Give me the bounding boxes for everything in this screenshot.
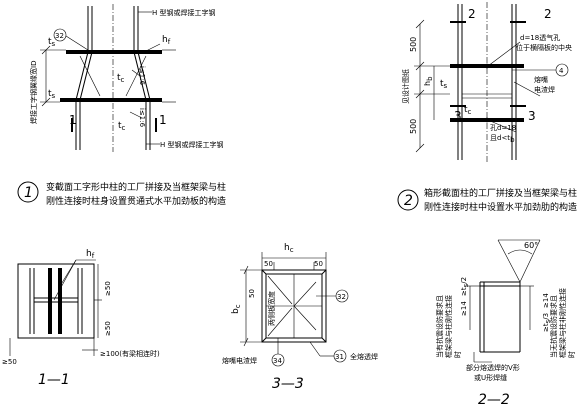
detail-2-caption: 2 箱形截面柱的工厂拼接及当框架梁与柱 刚性连接时柱中设置水平加劲肋的构造 [397,187,577,213]
svg-text:32: 32 [55,32,64,40]
section-3-3-drawing [240,252,336,357]
section-3-3-dim-50-c: 50 [248,289,256,298]
detail-1-top-label: H 型钢或焊接工字钢 [152,8,216,17]
section-3-3-ref-31-bubble: 31 [333,349,347,363]
detail-2-vent-note-1: d=18透气孔 [520,33,560,42]
detail-1-tc-lower: tc [118,121,126,132]
section-2-2-bottom-note-1: 部分熔透焊的V形 [466,363,520,372]
section-3-3-inner-label: 两侧板宽度 [267,291,276,326]
section-2-2-dim-14-a: ≥14 [460,301,468,316]
section-3-3-dim-50-b: 50 [314,260,323,268]
detail-2-section-mark-bottom-left: 3 [454,109,462,123]
section-1-1-dim-50-b: ≥50 [104,321,112,336]
detail-2-hole-note-1: 孔d=18 [490,124,516,132]
detail-1-ts-bottom: ts [48,89,56,100]
section-3-3-ref-32-bubble: 32 [335,289,349,303]
detail-1-ts-top: ts [48,37,56,48]
section-1-1-dim-50-c: ≥50 [2,358,17,366]
detail-1-slope-b: i≤1:6 [138,108,146,128]
svg-text:34: 34 [273,357,282,365]
detail-1-section-mark-left: 1 [69,113,77,127]
section-1-1-title: 1—1 [38,372,70,388]
detail-2-dim-500-top: 500 [409,37,418,52]
svg-text:框架梁与柱刚性连接: 框架梁与柱刚性连接 [444,295,453,358]
section-3-3-full-weld-label: 全熔透焊 [350,352,378,361]
section-2-2-ts-half: ≥ts/2 [460,277,470,296]
detail-2-elec-note-2: 电渣焊 [534,85,555,94]
svg-text:32: 32 [337,293,346,301]
svg-text:刚性连接时柱中设置水平加劲肋的构造: 刚性连接时柱中设置水平加劲肋的构造 [424,201,577,213]
detail-2-hb: hb [423,76,434,86]
svg-text:框架梁与柱非刚性连接: 框架梁与柱非刚性连接 [558,288,567,358]
section-3-3-dim-50-a: 50 [264,260,273,268]
section-2-2-left-note: 当有抗震设防要求且 框架梁与柱刚性连接 时 [435,295,462,358]
svg-text:当有抗震设防要求且: 当有抗震设防要求且 [435,295,444,358]
detail-2-tc: tc [464,105,472,116]
detail-1-drawing [40,4,176,152]
section-1-1-hf: hf [86,249,95,260]
detail-2-ts: ts [440,79,448,90]
detail-2-side-label: 见设计图纸 [401,69,410,104]
detail-1-section-mark-right: 1 [159,113,167,127]
detail-1-bottom-label: H 型钢或焊接工字钢 [160,140,224,149]
svg-text:箱形截面柱的工厂拼接及当框架梁与柱: 箱形截面柱的工厂拼接及当框架梁与柱 [424,187,577,199]
svg-text:时: 时 [453,351,462,358]
section-3-3-title: 3—3 [272,376,304,392]
detail-2-dim-500-bottom: 500 [409,119,418,134]
svg-text:刚性连接时柱身设置贯通式水平加劲板的构造: 刚性连接时柱身设置贯通式水平加劲板的构造 [46,195,226,207]
detail-1-slope-a: i≤1:6 [138,66,146,86]
section-2-2-dim-14-b: ≥14 [542,293,550,308]
section-3-3-elec-label: 熔嘴电渣焊 [222,356,257,365]
section-2-2-angle: 60° [524,241,538,250]
detail-2-section-mark-bottom-right: 3 [528,109,536,123]
section-1-1-drawing [9,259,102,356]
detail-1-ref-32-bubble: 32 [53,28,67,42]
detail-1-hf: hf [162,35,171,46]
section-1-1-dim-50-a: ≥50 [104,281,112,296]
detail-1-side-label: 焊接工字钢翼缘宽ID [29,61,38,124]
detail-2-section-mark-top-left: 2 [468,7,476,21]
section-2-2-drawing [466,239,541,363]
section-3-3-hc: hc [284,243,294,254]
detail-2-drawing [414,2,556,162]
detail-2-section-mark-top-right: 2 [544,7,552,21]
detail-2-ref-4-bubble: 4 [555,63,569,77]
svg-text:1: 1 [24,185,33,201]
detail-2-hole-note-2: 且d<tb [490,134,515,144]
detail-2-elec-note-1: 熔嘴 [534,75,548,84]
section-3-3-ref-34-bubble: 34 [271,353,285,367]
detail-1-caption: 1 变截面工字形中柱的工厂拼接及当框架梁与柱 刚性连接时柱身设置贯通式水平加劲板… [17,181,226,207]
section-2-2-right-note: 当无抗震设防要求且 框架梁与柱非刚性连接 时 [549,288,576,358]
svg-text:变截面工字形中柱的工厂拼接及当框架梁与柱: 变截面工字形中柱的工厂拼接及当框架梁与柱 [46,181,226,193]
svg-text:4: 4 [559,67,564,75]
svg-text:时: 时 [567,351,576,358]
section-1-1-dim-100: ≥100(有梁相连时) [100,349,160,358]
section-2-2-title: 2—2 [478,392,510,408]
detail-1-tc: tc [117,73,125,84]
svg-text:2: 2 [404,193,413,209]
section-3-3-bc: bc [231,304,242,314]
svg-text:31: 31 [335,353,344,361]
detail-2-vent-note-2: 位于横隔板的中央 [516,43,572,52]
svg-text:当无抗震设防要求且: 当无抗震设防要求且 [549,295,558,358]
section-2-2-ts-full: ≥ts/3 [542,313,552,332]
section-2-2-bottom-note-2: 或U形焊缝 [474,373,507,382]
